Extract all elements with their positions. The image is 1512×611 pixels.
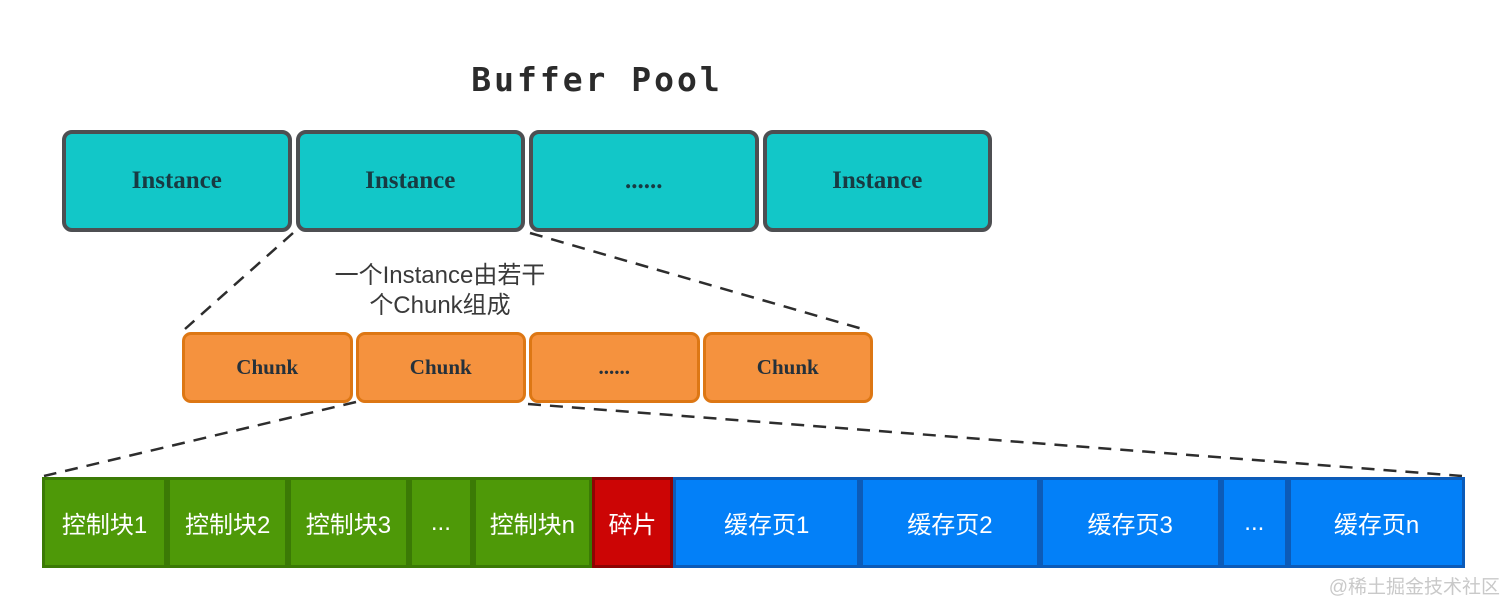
instance-box-4-label: Instance [832, 167, 923, 194]
cache-page-box-10: ... [1220, 477, 1289, 568]
cache-page-box-8: 缓存页2 [859, 477, 1040, 568]
control-block-box-3-label: 控制块3 [305, 512, 392, 539]
chunk-box-3: ...... [529, 332, 700, 403]
control-block-box-3: 控制块3 [288, 477, 409, 568]
chunk-box-1: Chunk [182, 332, 353, 403]
chunk-box-4-label: Chunk [756, 355, 819, 379]
cache-page-box-8-label: 缓存页2 [907, 512, 993, 539]
connector-chunk-to-memory-left [43, 400, 357, 478]
chunk-row: Chunk Chunk...... Chunk [182, 332, 873, 403]
cache-page-box-11-label: 缓存页n [1333, 512, 1420, 539]
control-block-box-1: 控制块1 [42, 477, 168, 568]
cache-page-box-9: 缓存页3 [1039, 477, 1221, 568]
control-block-box-4-label: ... [430, 508, 451, 536]
instance-box-2: Instance [295, 130, 525, 232]
cache-page-box-11: 缓存页n [1288, 477, 1465, 568]
chunk-annotation: 一个Instance由若干 个Chunk组成 [280, 261, 600, 321]
cache-page-box-10-label: ... [1244, 508, 1265, 536]
control-block-box-5-label: 控制块n [489, 512, 576, 539]
cache-page-box-7-label: 缓存页1 [724, 512, 810, 539]
fragment-box-6: 碎片 [591, 477, 674, 568]
chunk-annotation-line1: 一个Instance由若干 [334, 262, 546, 289]
connector-chunk-to-memory-right [527, 402, 1463, 478]
instance-box-1-label: Instance [131, 167, 222, 194]
instance-box-3-label: ...... [625, 167, 663, 194]
control-block-box-4: ... [408, 477, 474, 568]
diagram-title: Buffer Pool [471, 60, 723, 99]
cache-page-box-7: 缓存页1 [673, 477, 860, 568]
chunk-box-4: Chunk [702, 332, 873, 403]
cache-page-box-9-label: 缓存页3 [1087, 512, 1173, 539]
control-block-box-1-label: 控制块1 [61, 512, 148, 539]
instance-box-3: ...... [529, 130, 759, 232]
chunk-box-2: Chunk [355, 332, 526, 403]
control-block-box-2-label: 控制块2 [185, 512, 271, 539]
instance-box-4: Instance [762, 130, 992, 232]
chunk-box-3-label: ...... [598, 355, 631, 379]
watermark: @稀土掘金技术社区 [1328, 577, 1500, 598]
control-block-box-2: 控制块2 [167, 477, 289, 568]
instance-row: Instance Instance...... Instance [62, 130, 992, 232]
instance-box-2-label: Instance [365, 167, 456, 194]
fragment-box-6-label: 碎片 [608, 512, 657, 539]
instance-box-1: Instance [62, 130, 292, 232]
chunk-box-1-label: Chunk [236, 355, 299, 379]
control-block-box-5: 控制块n [473, 477, 592, 568]
connector-instance-to-chunk-left [184, 232, 294, 330]
chunk-annotation-line2: 个Chunk组成 [369, 292, 511, 319]
memory-layout-row: 控制块1 控制块2 控制块3... 控制块n 碎片 缓存页1 缓存页2 缓存页3... 缓存页n [42, 477, 1465, 568]
chunk-box-2-label: Chunk [409, 355, 472, 379]
